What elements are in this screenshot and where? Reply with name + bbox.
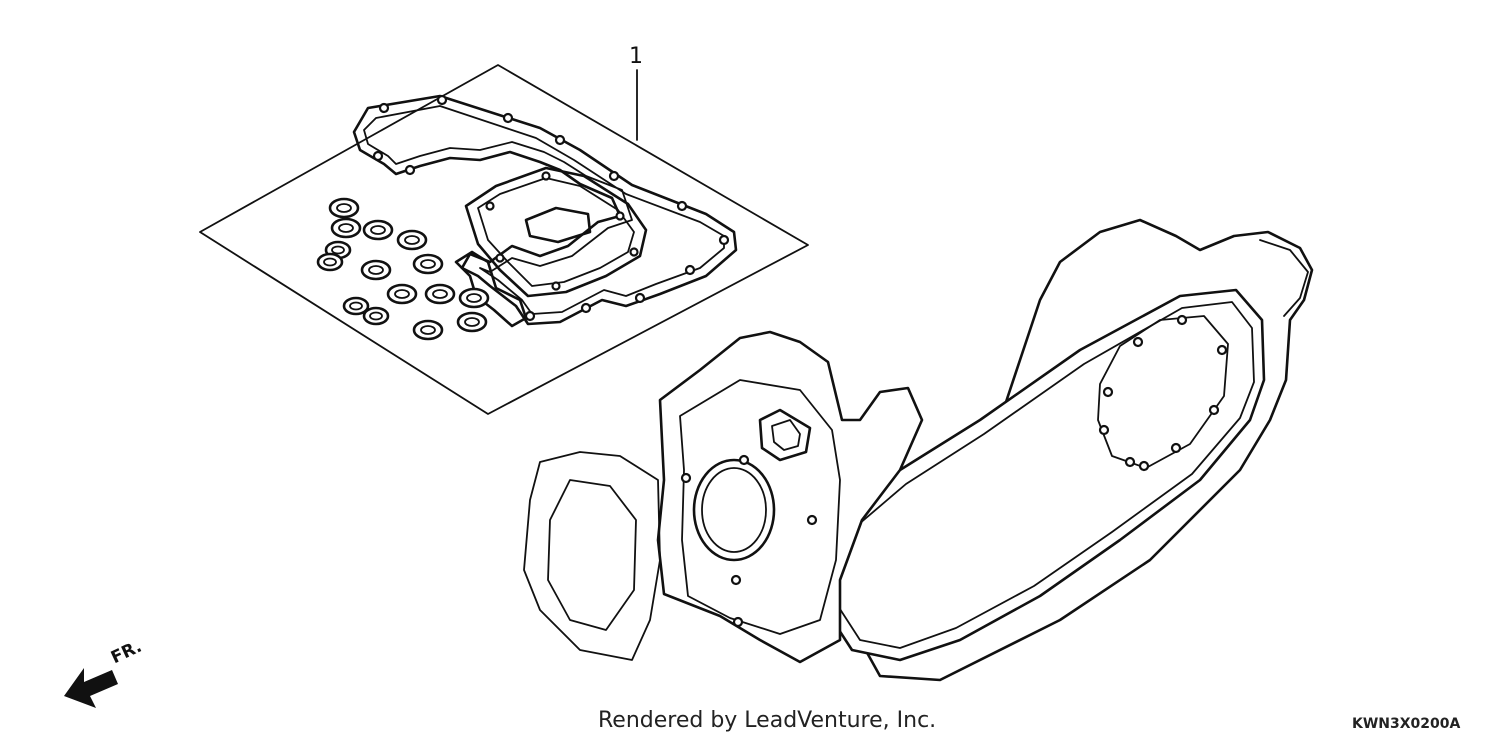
engine-assembly xyxy=(523,218,1314,682)
gasket-kit-sheet[interactable] xyxy=(199,64,809,415)
front-direction-arrow-icon xyxy=(64,668,118,708)
diagram-reference-code: KWN3X0200A xyxy=(1352,716,1461,732)
cover-gasket xyxy=(464,166,648,298)
footer-credit: Rendered by LeadVenture, Inc. xyxy=(598,708,937,733)
o-ring-set xyxy=(316,197,490,341)
callout-number-1[interactable]: 1 xyxy=(629,44,643,69)
